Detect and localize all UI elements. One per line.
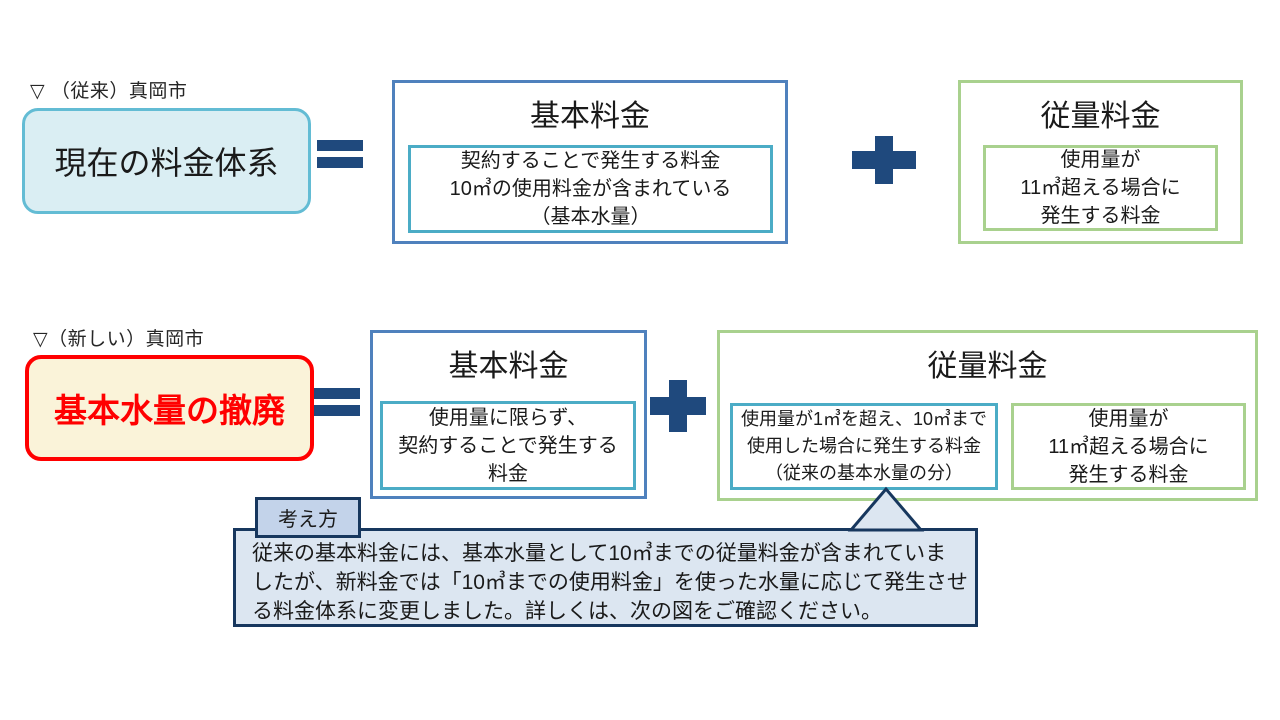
note-line: したが、新料金では「10㎥までの使用料金」を使った水量に応じて発生させ bbox=[252, 571, 968, 594]
desc-line: 11㎥超える場合に bbox=[1048, 435, 1209, 458]
note-tab: 考え方 bbox=[255, 497, 361, 538]
new-volume-tier1-desc-box: 使用量が1㎥を超え、10㎥まで 使用した場合に発生する料金 （従来の基本水量の分… bbox=[730, 403, 998, 490]
former-basic-charge-title: 基本料金 bbox=[530, 100, 650, 133]
plus-icon-former bbox=[852, 136, 916, 184]
plus-bar bbox=[875, 136, 893, 184]
new-volume-charge-box: 従量料金 使用量が1㎥を超え、10㎥まで 使用した場合に発生する料金 （従来の基… bbox=[717, 330, 1258, 501]
plus-icon-new bbox=[650, 380, 706, 432]
desc-line: （基本水量） bbox=[530, 206, 651, 228]
former-basic-charge-box: 基本料金 契約することで発生する料金 10㎥の使用料金が含まれている （基本水量… bbox=[392, 80, 788, 244]
note-line: 従来の基本料金には、基本水量として10㎥までの従量料金が含まれていま bbox=[252, 542, 947, 565]
equals-bar bbox=[314, 388, 360, 399]
former-section-label: ▽ （従来）真岡市 bbox=[30, 81, 188, 102]
desc-line: 料金 bbox=[488, 462, 528, 485]
equals-icon-new bbox=[314, 388, 360, 422]
new-basic-charge-box: 基本料金 使用量に限らず、 契約することで発生する 料金 bbox=[370, 330, 647, 499]
new-volume-charge-title: 従量料金 bbox=[927, 350, 1048, 383]
current-rate-system-box: 現在の料金体系 bbox=[22, 108, 311, 214]
desc-line: 発生する料金 bbox=[1068, 463, 1189, 486]
note-tab-label: 考え方 bbox=[278, 509, 338, 531]
desc-line: 使用量が1㎥を超え、10㎥まで bbox=[740, 409, 988, 429]
current-rate-system-text: 現在の料金体系 bbox=[54, 145, 279, 181]
desc-line: 使用量が bbox=[1060, 149, 1141, 171]
desc-line: 使用量が bbox=[1088, 407, 1169, 430]
former-basic-charge-desc-box: 契約することで発生する料金 10㎥の使用料金が含まれている （基本水量） bbox=[408, 145, 773, 233]
equals-icon-former bbox=[317, 140, 363, 174]
equals-bar bbox=[317, 140, 363, 151]
basic-volume-abolition-box: 基本水量の撤廃 bbox=[25, 355, 314, 461]
desc-line: 10㎥の使用料金が含まれている bbox=[449, 178, 732, 200]
equals-bar bbox=[317, 157, 363, 168]
new-volume-tier2-desc-box: 使用量が 11㎥超える場合に 発生する料金 bbox=[1011, 403, 1246, 490]
desc-line: 契約することで発生する料金 bbox=[460, 150, 721, 172]
note-box: 従来の基本料金には、基本水量として10㎥までの従量料金が含まれていま したが、新… bbox=[233, 528, 978, 627]
former-volume-charge-title: 従量料金 bbox=[1040, 100, 1161, 133]
plus-bar bbox=[669, 380, 687, 432]
desc-line: 使用した場合に発生する料金 bbox=[747, 436, 981, 456]
desc-line: 11㎥超える場合に bbox=[1020, 177, 1181, 199]
former-volume-charge-desc-box: 使用量が 11㎥超える場合に 発生する料金 bbox=[983, 145, 1218, 231]
new-section-label: ▽（新しい）真岡市 bbox=[33, 329, 205, 350]
callout-pointer-triangle-icon bbox=[847, 486, 925, 532]
desc-line: （従来の基本水量の分） bbox=[765, 463, 963, 483]
desc-line: 発生する料金 bbox=[1040, 205, 1161, 227]
equals-bar bbox=[314, 405, 360, 416]
desc-line: 契約することで発生する bbox=[398, 434, 618, 457]
new-basic-charge-desc-box: 使用量に限らず、 契約することで発生する 料金 bbox=[380, 401, 636, 490]
former-volume-charge-box: 従量料金 使用量が 11㎥超える場合に 発生する料金 bbox=[958, 80, 1243, 244]
basic-volume-abolition-text: 基本水量の撤廃 bbox=[54, 392, 285, 429]
note-line: る料金体系に変更しました。詳しくは、次の図をご確認ください。 bbox=[252, 600, 882, 623]
desc-line: 使用量に限らず、 bbox=[428, 406, 588, 429]
new-basic-charge-title: 基本料金 bbox=[448, 350, 569, 383]
